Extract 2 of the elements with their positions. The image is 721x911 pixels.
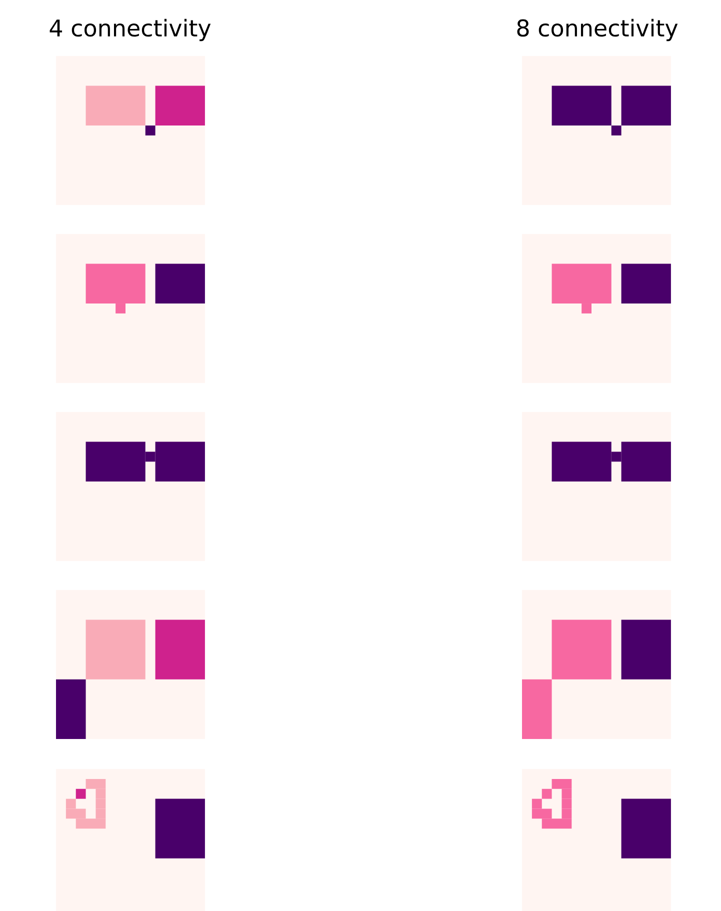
column-title: 4 connectivity <box>50 18 211 42</box>
column-title: 8 connectivity <box>517 18 678 42</box>
